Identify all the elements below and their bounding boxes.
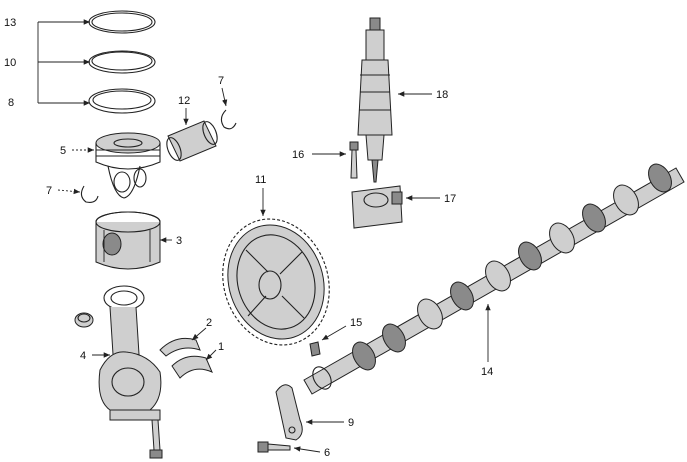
ring-bracket [37, 19, 90, 106]
connecting-rod [98, 285, 162, 421]
rod-bushing [74, 312, 94, 328]
callout-3: 3 [176, 235, 182, 247]
callout-16: 16 [292, 149, 304, 161]
callout-7-top: 7 [218, 75, 224, 87]
snap-ring-right [220, 109, 237, 130]
callout-6: 6 [324, 447, 330, 459]
callout-9: 9 [348, 417, 354, 429]
camshaft-gear [222, 218, 330, 346]
callout-12: 12 [178, 95, 190, 107]
bearing-shell-upper [159, 337, 201, 357]
callout-2: 2 [206, 317, 212, 329]
rod-bolt [149, 419, 163, 459]
injector-clamp [351, 185, 403, 229]
camshaft [303, 163, 685, 395]
callout-17: 17 [444, 193, 456, 205]
callout-8: 8 [8, 97, 14, 109]
spacer [309, 341, 321, 357]
callout-14: 14 [481, 366, 493, 378]
piston-crown [95, 132, 161, 199]
callout-1: 1 [218, 341, 224, 353]
callout-5: 5 [60, 145, 66, 157]
piston-skirt [95, 211, 161, 270]
thrust-plate-bolt [257, 441, 291, 453]
callout-18: 18 [436, 89, 448, 101]
fuel-injector [357, 17, 393, 183]
callout-10: 10 [4, 57, 16, 69]
piston-ring-top [88, 10, 156, 34]
piston-ring-middle [88, 50, 156, 74]
callout-7-left: 7 [46, 185, 52, 197]
callout-15: 15 [350, 317, 362, 329]
callout-11: 11 [255, 174, 266, 186]
thrust-plate [275, 384, 303, 441]
callout-4: 4 [80, 350, 86, 362]
injector-bolt [349, 141, 359, 179]
piston-ring-oil [88, 88, 156, 114]
callout-13: 13 [4, 17, 16, 29]
snap-ring-left [80, 185, 99, 203]
bearing-shell-lower [171, 355, 213, 379]
piston-pin [166, 120, 218, 162]
